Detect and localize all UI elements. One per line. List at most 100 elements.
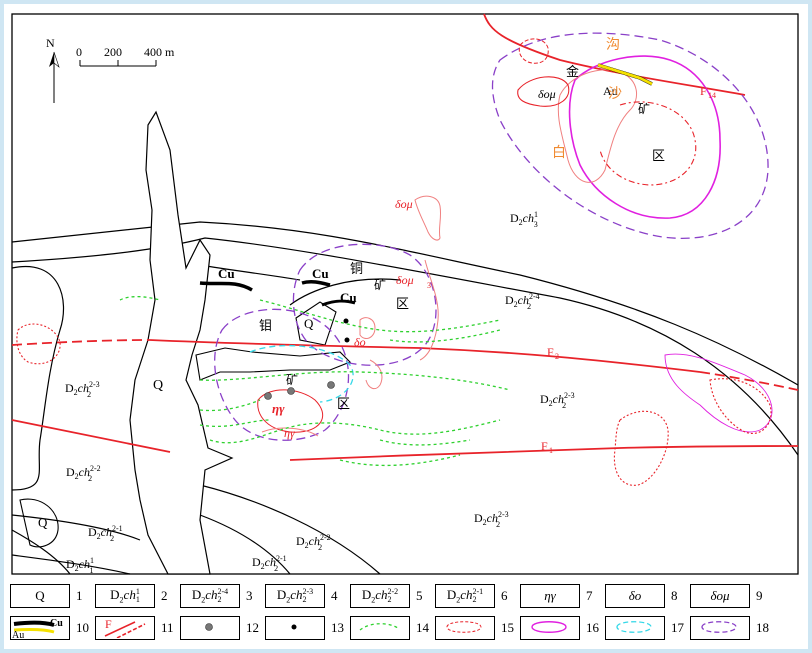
legend-item-11: F 11: [95, 616, 174, 640]
label-kuang2: 矿: [374, 278, 386, 292]
label-bai: 白: [552, 145, 566, 161]
map-text: Q Q Q Cu Cu Cu Au F 14 F 2 F 1 沟 金 沙 白 矿…: [38, 37, 716, 530]
scale-tick-200: 200: [104, 45, 122, 59]
legend-item-17: 17: [605, 616, 684, 640]
legend-symbol-12: [180, 616, 240, 640]
label-dom-mid: δομ: [396, 273, 414, 287]
legend-symbol-11: F: [95, 616, 155, 640]
legend-symbol-14: [350, 616, 410, 640]
legend-number: 17: [671, 620, 684, 635]
label-do-mid: δo: [354, 335, 366, 349]
scale-bar: 0 200 400 m: [76, 45, 175, 67]
label-cu3: Cu: [340, 290, 357, 305]
svg-text:F: F: [105, 617, 112, 631]
label-q-main: Q: [153, 378, 163, 393]
north-label: N: [46, 36, 55, 50]
label-dom-top: δομ: [395, 197, 413, 211]
intrusion-outlines: [359, 195, 773, 433]
legend-number: 18: [756, 620, 769, 635]
alteration-lines: [119, 295, 511, 467]
label-cu2: Cu: [312, 266, 329, 281]
legend-number: 13: [331, 620, 344, 635]
label-dom-mid-sub: 3: [427, 281, 431, 290]
label-eta1: ηγ: [272, 401, 285, 416]
quaternary-small: [295, 301, 337, 346]
legend-symbol-1: Q: [10, 584, 70, 608]
map-border: [11, 13, 799, 575]
label-sha: 沙: [608, 86, 622, 102]
legend-number: 1: [76, 588, 83, 603]
legend-item-15: 15: [435, 616, 514, 640]
label-f1-sub: 1: [549, 446, 553, 455]
label-qu1: 区: [652, 149, 665, 164]
label-eta2: ηγ: [284, 426, 295, 440]
legend-item-9: δομ 9: [690, 584, 763, 608]
north-arrow: N: [46, 36, 60, 103]
label-tong: 铜: [350, 262, 363, 277]
scale-tick-0: 0: [76, 45, 82, 59]
label-dom-ne: δομ: [538, 87, 556, 101]
legend-symbol-8: δo: [605, 584, 665, 608]
legend-item-12: 12: [180, 616, 259, 640]
label-gou: 沟: [606, 37, 620, 53]
legend-number: 6: [501, 588, 508, 603]
legend-item-16: 16: [520, 616, 599, 640]
label-kuang1: 矿: [638, 102, 650, 116]
legend-number: 8: [671, 588, 678, 603]
legend-number: 16: [586, 620, 599, 635]
legend-item-13: 13: [265, 616, 344, 640]
legend-item-8: δo 8: [605, 584, 678, 608]
faults: [11, 13, 799, 461]
quaternary-bottom-left: [19, 498, 59, 548]
label-f2: F: [547, 345, 554, 359]
quaternary-branch: [195, 347, 351, 381]
molybdenum-mine-area: [214, 308, 354, 441]
legend-number: 7: [586, 588, 593, 603]
legend-number: 9: [756, 588, 763, 603]
legend-number: 5: [416, 588, 423, 603]
quaternary-valley: [129, 110, 234, 575]
label-q-bottom-left: Q: [38, 515, 48, 530]
legend-symbol-16: [520, 616, 580, 640]
label-mu: 钼: [259, 319, 272, 334]
label-qu3: 区: [337, 397, 350, 412]
svg-text:Au: Au: [12, 630, 24, 638]
legend-symbol-17: [605, 616, 665, 640]
legend-symbol-18: [690, 616, 750, 640]
label-cu1: Cu: [218, 266, 235, 281]
legend-number: 12: [246, 620, 259, 635]
legend-number: 10: [76, 620, 89, 635]
label-jin: 金: [566, 64, 579, 80]
red-dotted-outlines: [16, 323, 772, 486]
legend-number: 11: [161, 620, 174, 635]
gold-mine-area: [491, 32, 769, 239]
legend-symbol-7: ηγ: [520, 584, 580, 608]
legend-symbol-9: δομ: [690, 584, 750, 608]
label-f2-sub: 2: [555, 352, 559, 361]
legend-number: 3: [246, 588, 253, 603]
legend-number: 15: [501, 620, 514, 635]
legend-number: 4: [331, 588, 338, 603]
label-f14: F: [700, 84, 707, 98]
copper-mine-area: [199, 243, 437, 366]
